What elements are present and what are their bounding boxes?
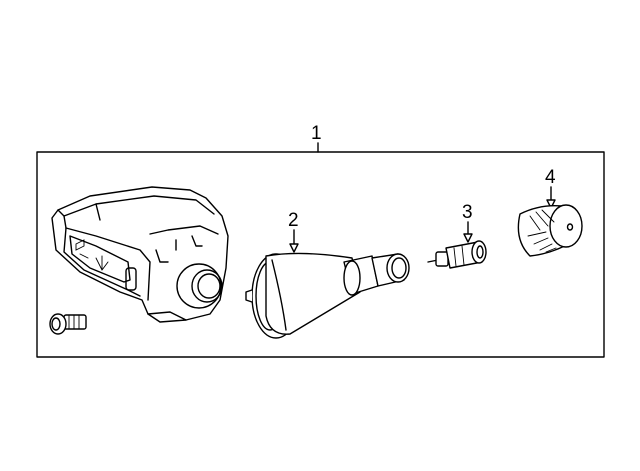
assembly-frame — [36, 151, 605, 358]
callout-2: 2 — [288, 210, 299, 231]
valve-cap — [517, 204, 583, 257]
valve-core — [427, 240, 487, 269]
arrowhead-3 — [463, 233, 473, 243]
sensor-screw — [49, 313, 87, 335]
arrowhead-4 — [546, 199, 556, 209]
tpms-sensor — [51, 186, 229, 323]
callout-1: 1 — [311, 123, 322, 144]
arrowhead-2 — [289, 243, 299, 253]
callout-3: 3 — [462, 202, 473, 223]
callout-4: 4 — [545, 167, 556, 188]
valve-stem — [245, 252, 410, 339]
